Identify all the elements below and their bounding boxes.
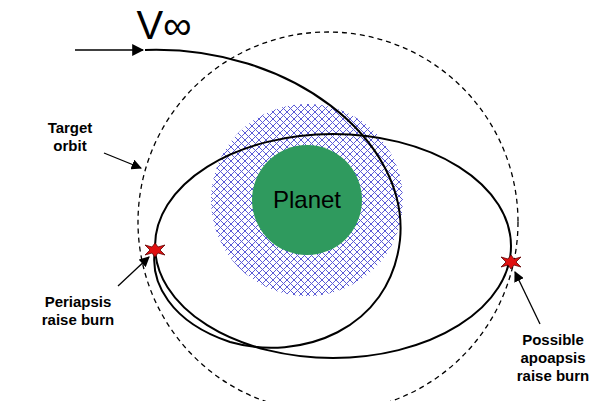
- leader-arrow: [118, 257, 149, 286]
- orbit-label: Target orbit: [34, 119, 106, 155]
- leader-arrow: [515, 272, 540, 324]
- burn-marker: [145, 243, 165, 257]
- burn-label: Periapsis raise burn: [26, 293, 130, 329]
- target-orbit: [138, 32, 518, 401]
- planet-circle: Planet: [252, 145, 362, 255]
- velocity-arrow: [75, 49, 143, 51]
- planet-disc: [252, 145, 362, 255]
- leader-arrow: [104, 153, 141, 168]
- burn-label: Possible apoapsis raise burn: [505, 331, 601, 385]
- approach-trajectory: [145, 50, 401, 348]
- capture-orbit: [155, 134, 511, 358]
- velocity-symbol: V∞: [134, 5, 194, 45]
- atmosphere-hatch: [211, 104, 403, 296]
- planet-name: Planet: [273, 186, 341, 214]
- burn-marker: [501, 255, 521, 269]
